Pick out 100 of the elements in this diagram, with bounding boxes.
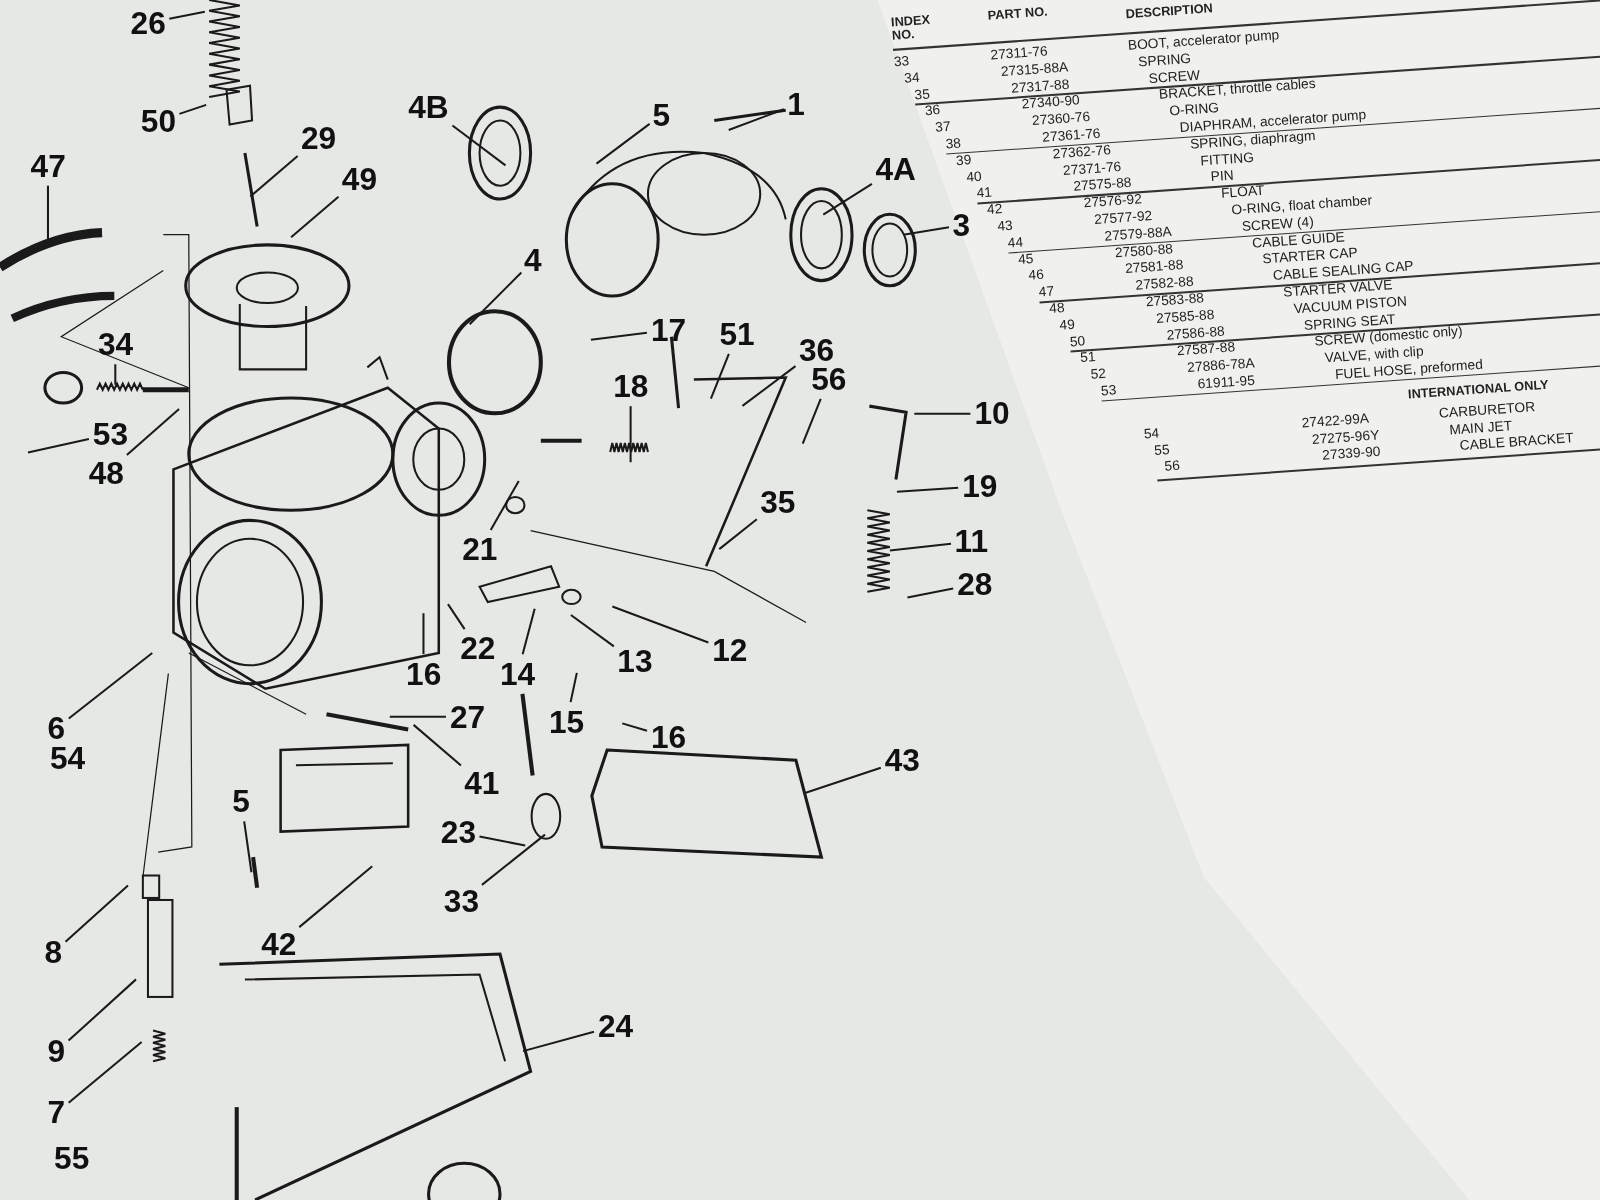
callout-number: 43 — [883, 743, 921, 778]
callout-number: 53 — [91, 416, 130, 451]
part-number: 27575-88 — [1072, 175, 1132, 194]
leader-line — [64, 884, 129, 943]
callout-number: 26 — [129, 5, 167, 40]
part-description: FLOAT — [1220, 183, 1265, 201]
column-header: PART NO. — [987, 5, 1050, 23]
callout-number: 15 — [547, 704, 586, 739]
index-number: 51 — [1079, 350, 1097, 365]
leader-line — [718, 518, 758, 550]
index-number: 34 — [903, 70, 920, 86]
section-heading: INTERNATIONAL ONLY — [1407, 378, 1549, 401]
part-number: 61911-95 — [1197, 373, 1256, 392]
part-number: 27361-76 — [1041, 126, 1101, 145]
leader-line — [243, 821, 253, 873]
part-number: 27422-99A — [1301, 411, 1370, 430]
leader-line — [907, 587, 954, 599]
callout-number: 10 — [973, 396, 1011, 431]
callout-number: 29 — [300, 120, 338, 155]
part-description: SCREW (4) — [1241, 214, 1315, 234]
index-number: 43 — [996, 218, 1014, 234]
leader-line — [169, 10, 205, 20]
callout-number: 48 — [87, 455, 125, 490]
callout-number: 17 — [650, 312, 688, 347]
callout-number: 35 — [759, 485, 797, 519]
callout-number: 16 — [650, 719, 688, 754]
part-description: MAIN JET — [1448, 418, 1513, 437]
index-number: 35 — [914, 86, 931, 102]
callout-number: 42 — [260, 927, 298, 961]
callout-number: 8 — [43, 935, 63, 969]
callout-number: 5 — [651, 97, 672, 132]
index-number: 36 — [924, 103, 941, 119]
leader-line — [522, 1030, 595, 1053]
leader-line — [412, 724, 462, 767]
index-number: 53 — [1100, 383, 1117, 398]
leader-line — [801, 398, 822, 444]
leader-line — [489, 480, 520, 531]
callout-number: 34 — [96, 327, 135, 361]
callout-number: 33 — [442, 884, 481, 918]
leader-line — [709, 353, 730, 400]
leader-line — [804, 766, 882, 794]
part-number: 27339-90 — [1321, 444, 1381, 463]
column-header: DESCRIPTION — [1125, 2, 1214, 21]
callout-number: 23 — [439, 814, 477, 849]
index-number: 50 — [1069, 333, 1086, 349]
leader-line — [67, 978, 137, 1042]
callout-number: 4B — [407, 90, 450, 124]
part-number: 27371-76 — [1062, 159, 1122, 178]
leader-line — [595, 123, 651, 165]
leader-line — [914, 412, 971, 415]
part-number: 27311-76 — [990, 44, 1049, 62]
leader-line — [422, 613, 425, 655]
callout-number: 7 — [46, 1095, 67, 1130]
leader-line — [481, 833, 546, 886]
part-number: 27581-88 — [1124, 258, 1184, 276]
part-description: SCREW — [1148, 67, 1201, 86]
leader-line — [521, 608, 536, 655]
callout-number: 12 — [711, 633, 749, 667]
part-number: 27577-92 — [1093, 208, 1153, 227]
index-number: 47 — [1038, 284, 1055, 300]
part-number: 27576-92 — [1083, 192, 1143, 211]
leader-line — [68, 652, 153, 720]
part-number: 27317-88 — [1010, 77, 1070, 95]
index-number: 38 — [945, 136, 962, 151]
index-number: 52 — [1090, 366, 1107, 382]
part-description: SPRING — [1137, 51, 1192, 69]
index-number: 55 — [1153, 442, 1170, 458]
part-description: FITTING — [1199, 150, 1255, 168]
leader-line — [612, 605, 709, 644]
callout-number: 49 — [340, 161, 379, 196]
leader-line — [468, 271, 523, 325]
leader-line — [741, 365, 797, 407]
callout-number: 41 — [463, 765, 501, 800]
index-number: 37 — [934, 119, 952, 135]
index-number: 46 — [1028, 267, 1045, 283]
part-number: 27340-90 — [1021, 93, 1081, 112]
callout-number: 4A — [874, 151, 917, 186]
part-number: 27583-88 — [1145, 291, 1205, 309]
callout-number: 4 — [522, 243, 543, 278]
leader-line — [68, 1041, 143, 1104]
callout-number: 21 — [461, 532, 499, 566]
index-number: 45 — [1017, 251, 1034, 267]
leader-line — [629, 406, 632, 463]
leader-line — [590, 331, 648, 341]
column-header: INDEX NO. — [890, 12, 932, 42]
part-number: 27360-76 — [1031, 110, 1091, 128]
callout-number: 14 — [499, 656, 537, 691]
index-number: 56 — [1164, 458, 1181, 474]
callout-number: 22 — [459, 631, 497, 665]
index-number: 41 — [976, 185, 993, 201]
leader-line — [249, 155, 299, 198]
leader-line — [896, 486, 959, 493]
part-number: 27362-76 — [1052, 142, 1112, 161]
index-number: 42 — [986, 202, 1003, 217]
part-number: 27587-88 — [1176, 340, 1236, 359]
callout-number: 55 — [53, 1141, 91, 1175]
leader-line — [621, 722, 648, 732]
leader-line — [903, 226, 950, 236]
callout-number: 47 — [29, 148, 67, 183]
index-number: 39 — [955, 152, 972, 168]
